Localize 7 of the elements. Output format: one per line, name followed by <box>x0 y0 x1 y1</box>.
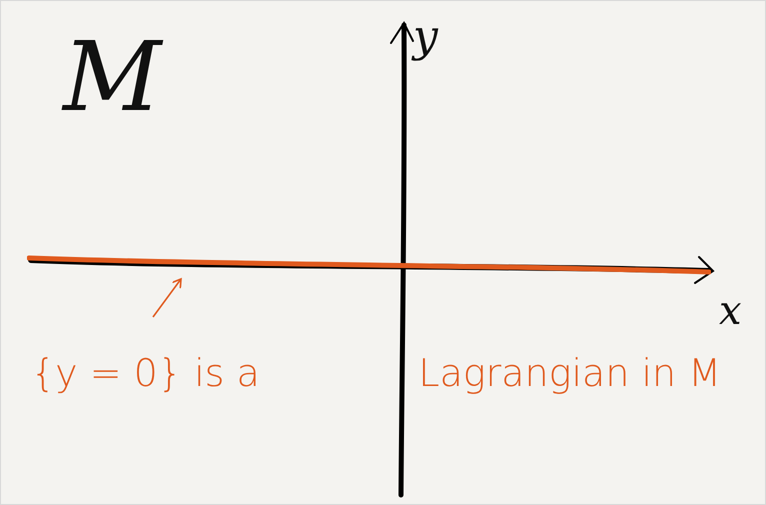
leader-line <box>152 278 182 318</box>
annotation-text: {y = 0} is a <box>31 350 260 398</box>
lagrangian-line <box>27 253 711 277</box>
annotation-text: Lagrangian in M <box>418 350 721 398</box>
axis-label: y <box>413 15 438 59</box>
manifold-label: M <box>63 29 162 125</box>
axis-label: x <box>719 291 742 331</box>
